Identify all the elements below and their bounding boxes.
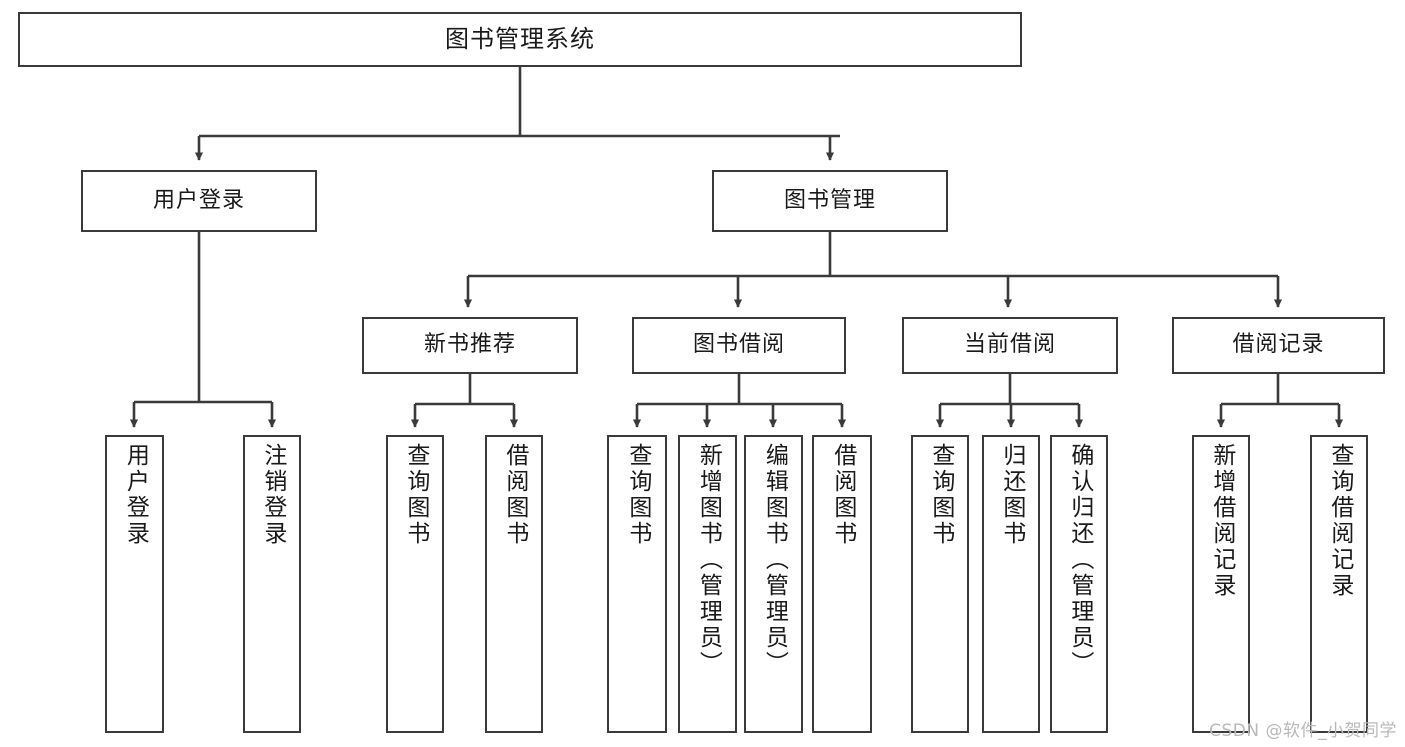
node-label: 当前借阅 <box>963 332 1056 358</box>
node-book-management[interactable]: 图书管理 <box>712 170 948 232</box>
leaf-add-borrow-record[interactable]: 新增借阅记录 <box>1192 435 1250 733</box>
node-label: 用户登录 <box>152 187 245 213</box>
leaf-label: 查询图书 <box>402 443 429 547</box>
leaf-borrow-book-recommend[interactable]: 借阅图书 <box>485 435 543 733</box>
leaf-confirm-return-admin[interactable]: 确认归还（管理员） <box>1050 435 1108 733</box>
node-label: 借阅记录 <box>1232 332 1325 358</box>
leaf-label: 查询图书 <box>927 443 954 547</box>
node-current-borrow[interactable]: 当前借阅 <box>902 317 1118 374</box>
leaf-return-book[interactable]: 归还图书 <box>982 435 1040 733</box>
node-label: 图书借阅 <box>692 332 785 358</box>
leaf-label: 新增图书（管理员） <box>695 443 722 677</box>
node-label: 图书管理 <box>783 187 876 213</box>
leaf-query-book-recommend[interactable]: 查询图书 <box>386 435 444 733</box>
leaf-label: 新增借阅记录 <box>1208 443 1235 599</box>
leaf-label: 借阅图书 <box>501 443 528 547</box>
node-root-system[interactable]: 图书管理系统 <box>18 12 1022 67</box>
leaf-label: 查询图书 <box>624 443 651 547</box>
leaf-query-book-borrow[interactable]: 查询图书 <box>607 435 667 733</box>
node-label: 新书推荐 <box>423 332 516 358</box>
leaf-label: 注销登录 <box>259 443 286 547</box>
node-label: 图书管理系统 <box>445 25 595 54</box>
watermark-text: CSDN @软件_小贺同学 <box>1209 721 1397 741</box>
node-borrow-records[interactable]: 借阅记录 <box>1172 317 1385 374</box>
node-new-book-recommend[interactable]: 新书推荐 <box>362 317 578 374</box>
leaf-label: 用户登录 <box>122 443 149 547</box>
leaf-query-borrow-record[interactable]: 查询借阅记录 <box>1310 435 1368 733</box>
leaf-label: 归还图书 <box>998 443 1025 547</box>
leaf-borrow-book[interactable]: 借阅图书 <box>812 435 872 733</box>
leaf-label: 编辑图书（管理员） <box>761 443 788 677</box>
node-book-borrow[interactable]: 图书借阅 <box>632 317 846 374</box>
leaf-label: 查询借阅记录 <box>1326 443 1353 599</box>
leaf-user-login[interactable]: 用户登录 <box>105 435 164 733</box>
leaf-label: 借阅图书 <box>829 443 856 547</box>
leaf-edit-book-admin[interactable]: 编辑图书（管理员） <box>744 435 803 733</box>
leaf-label: 确认归还（管理员） <box>1066 443 1093 677</box>
leaf-query-book-current[interactable]: 查询图书 <box>911 435 969 733</box>
leaf-add-book-admin[interactable]: 新增图书（管理员） <box>678 435 737 733</box>
leaf-logout[interactable]: 注销登录 <box>243 435 301 733</box>
node-user-login[interactable]: 用户登录 <box>81 170 317 232</box>
